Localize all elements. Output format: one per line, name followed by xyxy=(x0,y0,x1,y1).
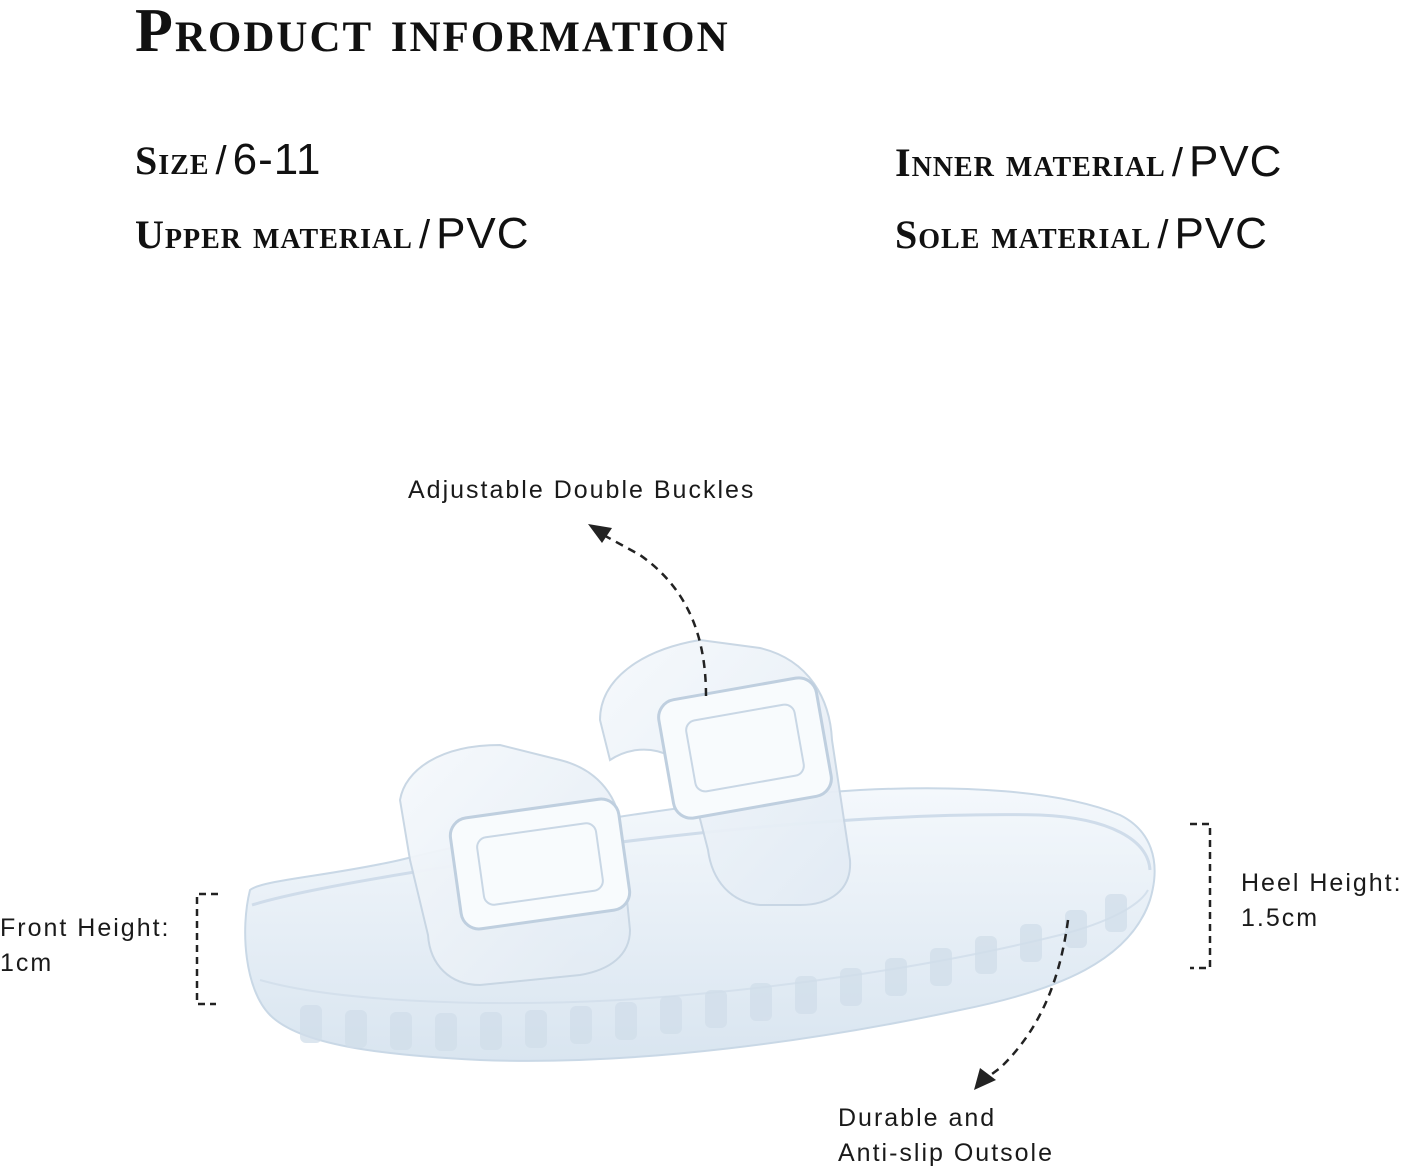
spec-inner-label: Inner material xyxy=(895,140,1166,185)
spec-size: Size/6-11 xyxy=(135,138,321,182)
spec-inner-separator: / xyxy=(1171,141,1183,185)
outsole-line-1: Durable and xyxy=(838,1104,997,1132)
front-height-bracket-icon xyxy=(195,892,218,1006)
heel-height-label: Heel Height: xyxy=(1241,869,1403,897)
heel-height-value: 1.5cm xyxy=(1241,904,1320,932)
heel-height-bracket-icon xyxy=(1190,822,1212,970)
front-height-annotation: Front Height: 1cm xyxy=(0,911,171,981)
spec-sole-value: PVC xyxy=(1174,209,1268,258)
buckles-annotation: Adjustable Double Buckles xyxy=(408,476,756,504)
sandal-sole xyxy=(244,787,1156,1062)
outsole-line-2: Anti-slip Outsole xyxy=(838,1139,1055,1167)
spec-size-label: Size xyxy=(135,138,210,183)
spec-sole-label: Sole material xyxy=(895,212,1152,257)
buckles-arrow-icon xyxy=(588,524,708,697)
spec-size-value: 6-11 xyxy=(232,135,322,184)
back-buckle-icon xyxy=(657,676,833,820)
spec-size-separator: / xyxy=(215,139,227,183)
page-title: Product information xyxy=(135,0,730,65)
spec-upper-label: Upper material xyxy=(135,212,413,257)
front-height-label: Front Height: xyxy=(0,914,171,942)
spec-inner-material: Inner material/PVC xyxy=(895,140,1282,184)
front-buckle-icon xyxy=(448,797,632,931)
spec-sole-separator: / xyxy=(1157,213,1169,257)
outsole-annotation: Durable and Anti-slip Outsole xyxy=(838,1101,1054,1171)
outsole-arrow-icon xyxy=(974,919,1070,1090)
spec-upper-value: PVC xyxy=(436,209,530,258)
spec-sole-material: Sole material/PVC xyxy=(895,212,1268,256)
heel-height-annotation: Heel Height: 1.5cm xyxy=(1241,866,1403,936)
sandal-back-strap xyxy=(598,638,852,906)
front-height-value: 1cm xyxy=(0,949,54,977)
spec-inner-value: PVC xyxy=(1188,137,1283,186)
sandal-front-strap xyxy=(398,743,632,987)
spec-upper-material: Upper material/PVC xyxy=(135,212,530,256)
spec-upper-separator: / xyxy=(418,213,431,257)
